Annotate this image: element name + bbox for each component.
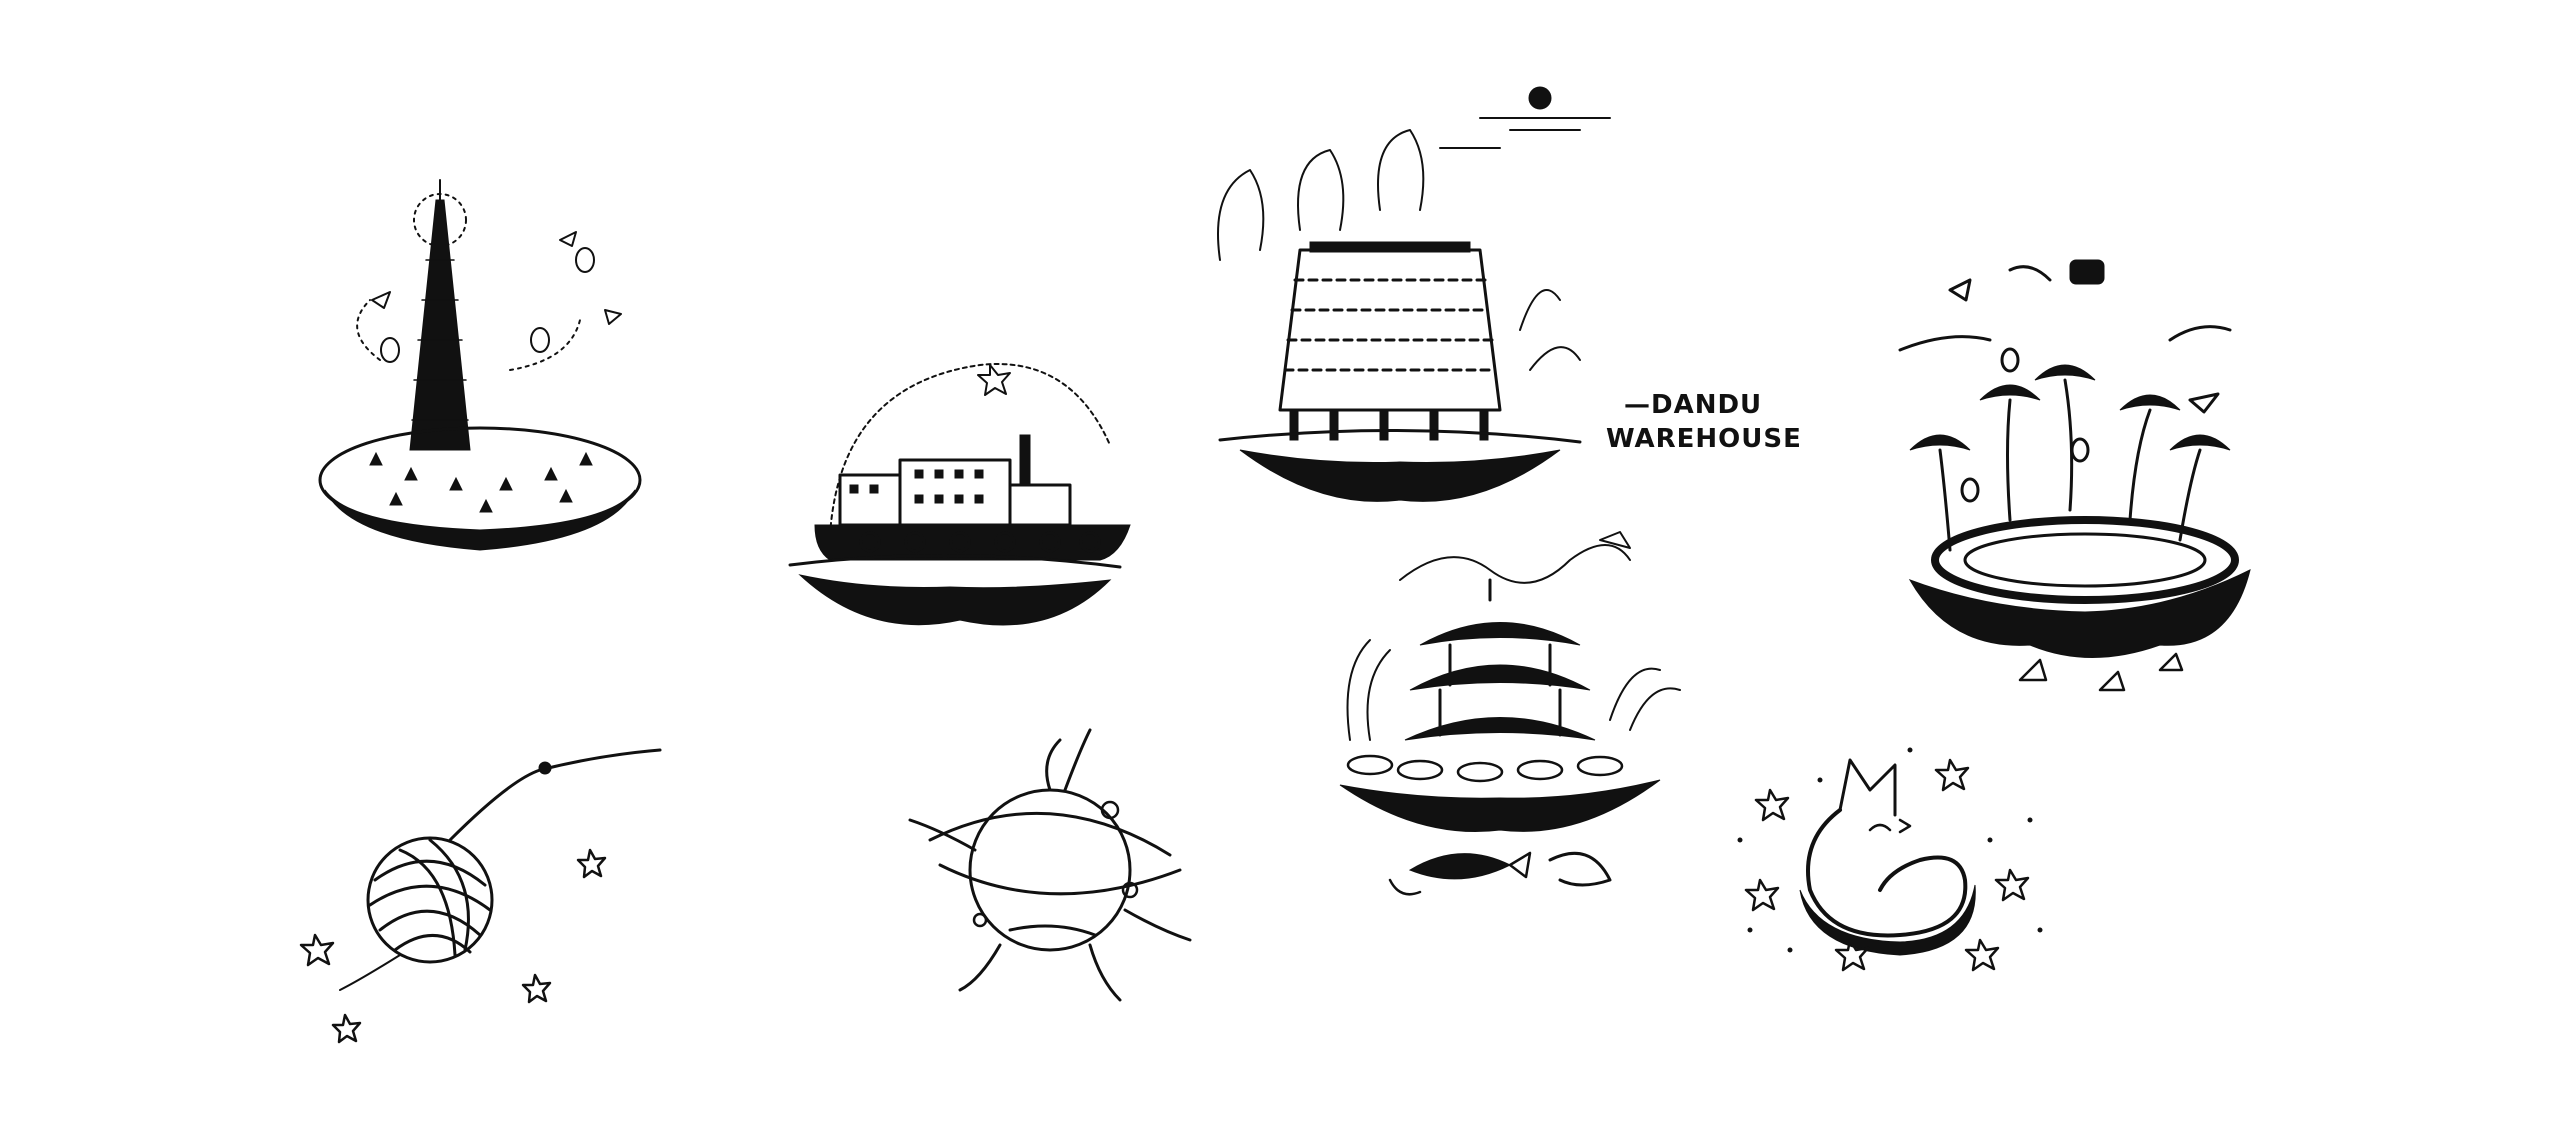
sleeping-cat-sketch: [1710, 720, 2070, 1000]
caption-line-1: —DANDU: [1624, 390, 1763, 420]
tower-island-sketch: [310, 179, 650, 560]
yarn-ball-sketch: [280, 740, 680, 1070]
palm-island-sketch: [1870, 250, 2290, 710]
caption-text: —DANDU WAREHOUSE: [1606, 388, 1802, 456]
waterfall-building-island-sketch: [1180, 70, 1620, 510]
caption-line-2: WAREHOUSE: [1606, 424, 1802, 454]
pavilion-island-sketch: [1310, 520, 1690, 920]
ship-island-sketch: [770, 355, 1140, 655]
planet-creature-sketch: [880, 720, 1240, 1020]
